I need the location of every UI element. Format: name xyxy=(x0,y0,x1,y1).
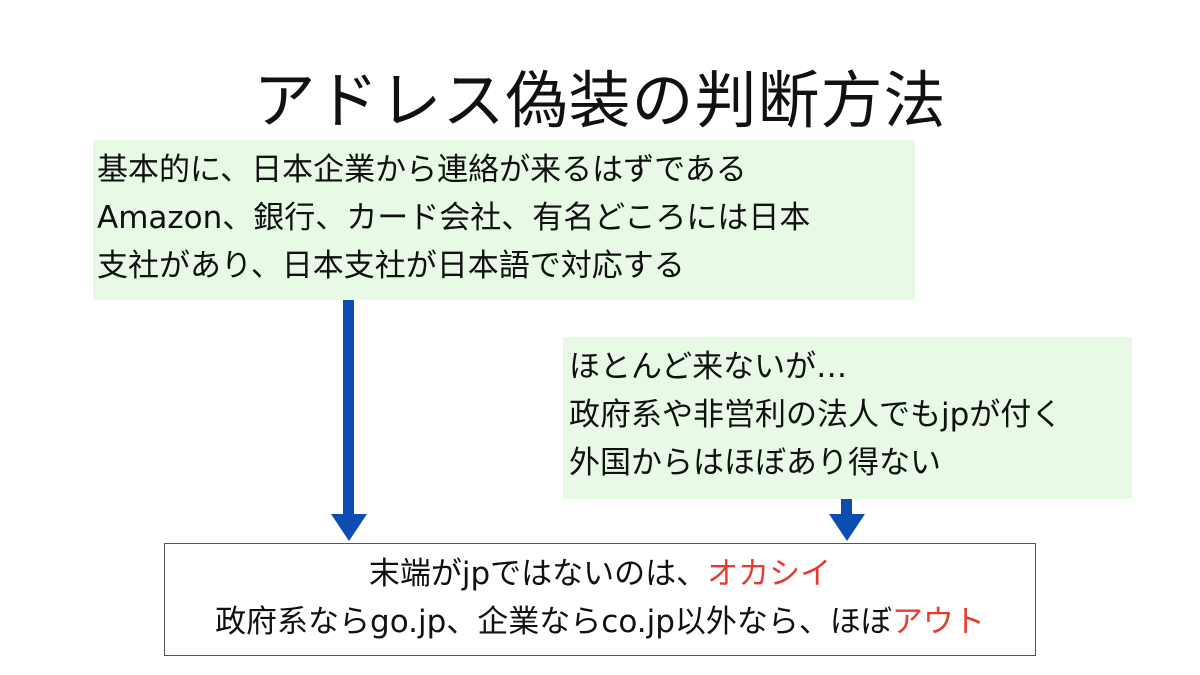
page-title: アドレス偽装の判断方法 xyxy=(253,64,947,137)
result-box: 末端がjpではないのは、オカシイ 政府系ならgo.jp、企業ならco.jp以外な… xyxy=(164,543,1036,656)
result-line-1: 末端がjpではないのは、オカシイ xyxy=(165,550,1035,598)
left-arrow-head xyxy=(331,514,367,541)
top-note-line-1: 基本的に、日本企業から連絡が来るはずである xyxy=(97,152,747,188)
right-arrow-shaft xyxy=(841,499,852,516)
right-note-box: ほとんど来ないが… 政府系や非営利の法人でもjpが付く 外国からはほぼあり得ない xyxy=(563,337,1132,499)
top-note-line-2: Amazon、銀行、カード会社、有名どころには日本 xyxy=(97,200,811,236)
top-note-line-3: 支社があり、日本支社が日本語で対応する xyxy=(97,248,685,284)
right-arrow xyxy=(829,499,865,541)
result-line-2-text: 政府系ならgo.jp、企業ならco.jp以外なら、ほぼ xyxy=(215,604,892,640)
right-note-line-3: 外国からはほぼあり得ない xyxy=(569,445,941,481)
right-note-line-1: ほとんど来ないが… xyxy=(569,349,848,385)
result-line-2: 政府系ならgo.jp、企業ならco.jp以外なら、ほぼアウト xyxy=(165,598,1035,646)
result-line-2-highlight: アウト xyxy=(891,604,985,640)
left-arrow xyxy=(331,300,367,541)
top-note-box: 基本的に、日本企業から連絡が来るはずである Amazon、銀行、カード会社、有名… xyxy=(93,140,915,300)
right-arrow-head xyxy=(829,514,865,541)
result-line-1-text: 末端がjpではないのは、 xyxy=(368,556,708,592)
left-arrow-shaft xyxy=(343,300,354,516)
right-note-line-2: 政府系や非営利の法人でもjpが付く xyxy=(569,397,1063,433)
result-line-1-highlight: オカシイ xyxy=(707,556,832,592)
